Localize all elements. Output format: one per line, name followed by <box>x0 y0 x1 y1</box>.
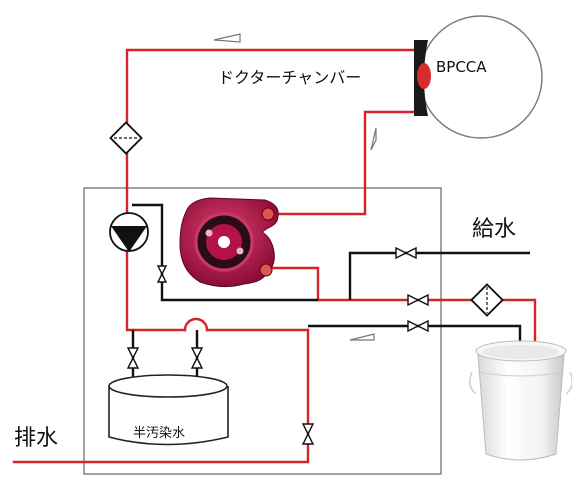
valve-icon <box>190 347 204 369</box>
check-valve-icon <box>156 265 168 283</box>
valve-icon <box>407 293 429 307</box>
tank-icon <box>108 374 229 446</box>
drain-label: 排水 <box>14 426 59 451</box>
line-top-return <box>125 48 415 130</box>
line-pump-bypass <box>132 203 318 302</box>
pump-icon <box>109 212 149 252</box>
line-pump-to-bpcca <box>276 110 416 216</box>
valve-icon <box>407 319 429 333</box>
line-drain <box>12 328 310 464</box>
filter-icon <box>470 283 504 317</box>
bucket-handle <box>469 371 477 395</box>
peristaltic-pump-icon <box>179 197 279 288</box>
doctor-chamber-label: ドクターチャンバー <box>218 68 362 87</box>
line-supply <box>348 251 530 300</box>
valves <box>126 246 429 445</box>
semi-contaminated-water-label: 半汚染水 <box>133 426 186 441</box>
bucket-icon <box>469 340 572 461</box>
bpcca-label: BPCCA <box>436 58 487 76</box>
water-supply-label: 給水 <box>472 217 517 242</box>
bpcca-circle <box>419 15 543 139</box>
filter-icon <box>109 121 143 155</box>
flow-arrow-icon <box>213 33 241 43</box>
valve-icon <box>126 347 140 369</box>
flow-arrow-icon <box>349 333 375 341</box>
line-to-bucket <box>498 298 537 350</box>
flow-arrows <box>213 33 377 341</box>
line-crossover-bump <box>183 317 209 332</box>
bpcca-device <box>414 15 543 139</box>
line-pump-down <box>125 248 187 332</box>
valve-icon <box>395 246 417 260</box>
line-pump-bottom <box>270 266 320 302</box>
flow-arrow-icon <box>370 127 377 151</box>
line-lower-supply <box>308 324 522 348</box>
valve-icon <box>301 423 315 445</box>
red-lines <box>12 48 537 464</box>
bpcca-connector <box>417 63 431 89</box>
enclosure-box <box>83 187 442 475</box>
